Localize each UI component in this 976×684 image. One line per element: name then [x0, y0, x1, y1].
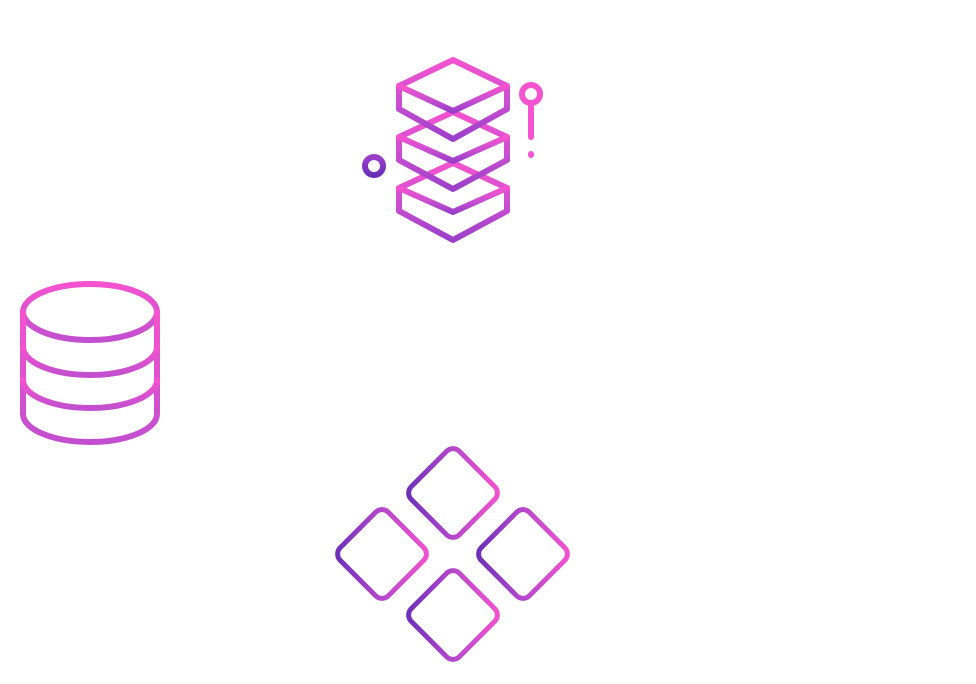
stacked-blocks-icon: [362, 57, 543, 243]
tiles-grid-icon: [335, 446, 570, 662]
database-icon: [20, 281, 160, 445]
